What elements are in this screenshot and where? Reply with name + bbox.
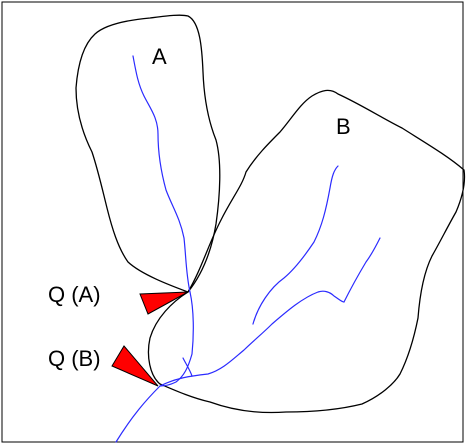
river-basin-b-tributary-2 [343,237,381,303]
river-basin-a [132,55,191,293]
outlet-b-label: Q (B) [48,346,101,371]
river-basin-b-tributary-1 [252,165,339,325]
gauge-a-marker [139,291,189,315]
river-basin-b-main [159,290,345,387]
river-main-channel [115,291,194,443]
basin-b-label: B [336,114,351,139]
gauge-b-marker [111,345,159,387]
outlet-a-label: Q (A) [48,282,101,307]
basin-b-outline [147,89,466,414]
basin-a-outline [75,14,221,293]
river-basin-b-tributary-3 [182,357,193,377]
basin-a-label: A [152,44,167,69]
